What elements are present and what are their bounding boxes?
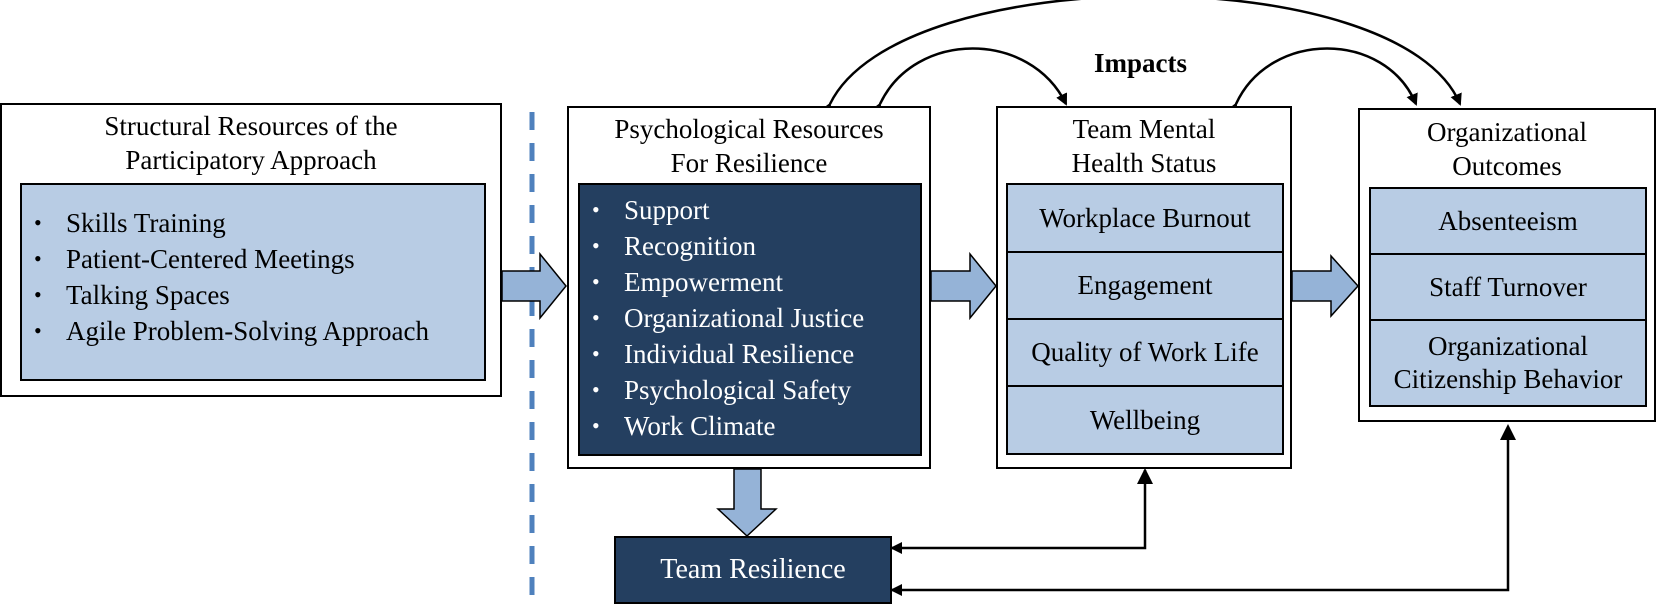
organizational-outcomes-box: Organizational Outcomes Absenteeism Staf… [1358, 108, 1656, 422]
structural-resources-list: Skills Training Patient-Centered Meeting… [22, 205, 484, 349]
block-arrow-structural-to-psychological [501, 251, 567, 321]
block-arrow-team-mental-to-organizational [1291, 254, 1360, 318]
impacts-label: Impacts [1094, 48, 1187, 78]
list-item: Agile Problem-Solving Approach [22, 313, 484, 349]
team-resilience-box: Team Resilience [614, 536, 892, 604]
list-item: Recognition [580, 228, 920, 264]
psychological-resources-list-panel: Support Recognition Empowerment Organiza… [578, 183, 922, 456]
structural-resources-title: Structural Resources of the Participator… [2, 109, 500, 177]
organizational-outcomes-title: Organizational Outcomes [1360, 115, 1654, 183]
list-item: Skills Training [22, 205, 484, 241]
list-item: Individual Resilience [580, 336, 920, 372]
psychological-title-line1: Psychological Resources [614, 114, 884, 144]
arrowhead-up-team-mental [1137, 468, 1153, 484]
connector-team-resilience-to-organizational [890, 428, 1510, 596]
team-mental-health-box: Team Mental Health Status Workplace Burn… [996, 106, 1292, 469]
team-mental-item: Quality of Work Life [1008, 320, 1282, 387]
structural-title-line1: Structural Resources of the [104, 111, 398, 141]
team-mental-title-line2: Health Status [1071, 148, 1217, 178]
list-item: Talking Spaces [22, 277, 484, 313]
team-resilience-label: Team Resilience [660, 554, 846, 585]
connector-team-resilience-to-team-mental [890, 470, 1147, 554]
structural-resources-list-panel: Skills Training Patient-Centered Meeting… [20, 183, 486, 381]
list-item: Empowerment [580, 264, 920, 300]
organizational-item: Organizational Citizenship Behavior [1393, 331, 1623, 394]
list-item: Work Climate [580, 408, 920, 444]
psychological-title-line2: For Resilience [670, 148, 828, 178]
team-mental-health-panel: Workplace Burnout Engagement Quality of … [1006, 183, 1284, 455]
organizational-outcomes-panel: Absenteeism Staff Turnover Organizationa… [1369, 187, 1647, 407]
list-item: Support [580, 192, 920, 228]
organizational-title-line1: Organizational [1427, 117, 1587, 147]
list-item: Psychological Safety [580, 372, 920, 408]
organizational-item: Absenteeism [1371, 189, 1645, 255]
organizational-item: Staff Turnover [1371, 255, 1645, 321]
team-mental-item: Workplace Burnout [1008, 185, 1282, 253]
psychological-resources-box: Psychological Resources For Resilience S… [567, 106, 931, 469]
impact-arc-team-org [1226, 47, 1418, 116]
arrowhead-up-organizational [1500, 424, 1516, 440]
list-item: Patient-Centered Meetings [22, 241, 484, 277]
team-mental-health-title: Team Mental Health Status [998, 112, 1290, 180]
structural-resources-box: Structural Resources of the Participator… [0, 103, 502, 397]
psychological-resources-list: Support Recognition Empowerment Organiza… [580, 192, 920, 444]
impact-arc-psych-team [870, 47, 1068, 116]
block-arrow-psychological-to-team-resilience [716, 468, 778, 538]
team-mental-item: Engagement [1008, 253, 1282, 320]
team-mental-title-line1: Team Mental [1072, 114, 1216, 144]
team-mental-item: Wellbeing [1089, 404, 1201, 435]
psychological-resources-title: Psychological Resources For Resilience [569, 112, 929, 180]
list-item: Organizational Justice [580, 300, 920, 336]
organizational-title-line2: Outcomes [1452, 151, 1562, 181]
block-arrow-psychological-to-team-mental [930, 251, 997, 321]
impact-arc-outer [820, 0, 1462, 116]
structural-title-line2: Participatory Approach [125, 145, 377, 175]
